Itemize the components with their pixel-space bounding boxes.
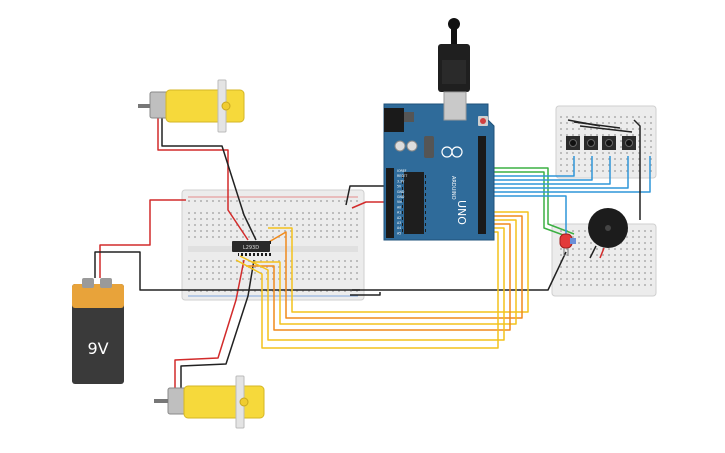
wire-black [579,125,633,133]
arduino-model: UNO [455,200,468,225]
wire-black [345,185,392,206]
wire-green [484,171,567,237]
arduino-pin-label: A1 [397,211,401,215]
wire-orange [246,223,511,331]
push-button-1[interactable] [566,136,580,150]
arduino-pin-label: A3 [397,221,401,225]
wire-blue [484,156,611,185]
arduino-brand: ARDUINO [450,176,456,200]
arduino-pin-label: A2 [397,216,401,220]
wire-red [157,118,249,241]
battery-9v[interactable]: 9V [72,278,124,384]
arduino-uno[interactable]: ARDUINO UNO IOREFRESET3.3V5VGNDGNDVinA0A… [383,18,495,241]
arduino-pin-label: A4 [397,226,401,230]
wire-orange [261,215,523,319]
push-button-2[interactable] [584,136,598,150]
gear-motor-bottom[interactable] [154,375,265,429]
battery-label: 9V [87,339,108,358]
gear-motor-top[interactable] [138,79,245,133]
wire-blue [484,156,593,181]
wire-black [94,251,360,291]
wire-black [573,121,621,129]
arduino-pin-label: 5V [397,185,402,189]
arduino-pin-label: RESET [397,174,407,178]
chip-label: L293D [243,245,259,251]
wire-yellow [252,219,517,325]
breadboard-main[interactable] [181,189,365,301]
wire-blue [484,195,567,244]
piezo-buzzer[interactable] [588,208,628,259]
wire-blue [484,156,629,189]
arduino-pin-label: 3.3V [397,179,405,183]
push-button-4[interactable] [622,136,636,150]
wire-black [350,292,381,296]
arduino-pin-label: Vin [397,200,402,204]
wires [94,118,651,390]
wire-yellow [235,231,499,349]
wire-blue [484,156,651,193]
arduino-pin-label: GND [397,190,405,194]
wire-black [161,118,257,241]
arduino-pin-label: GND [397,195,405,199]
arduino-pin-label: A5 [397,231,401,235]
arduino-pin-label: A0 [397,205,401,209]
wire-blue [484,156,575,177]
push-button-3[interactable] [602,136,616,150]
led-red[interactable] [559,233,576,256]
wire-red [174,259,245,390]
driver-chip[interactable]: L293D [232,240,272,258]
wire-yellow [268,211,529,313]
wire-yellow [239,227,505,341]
wire-red [99,199,186,278]
wire-red [351,201,392,209]
wire-black [180,259,255,390]
arduino-logo-icon [441,146,463,158]
wire-black [352,251,567,291]
arduino-pin-label: IOREF [397,169,407,173]
wire-black [633,119,641,220]
